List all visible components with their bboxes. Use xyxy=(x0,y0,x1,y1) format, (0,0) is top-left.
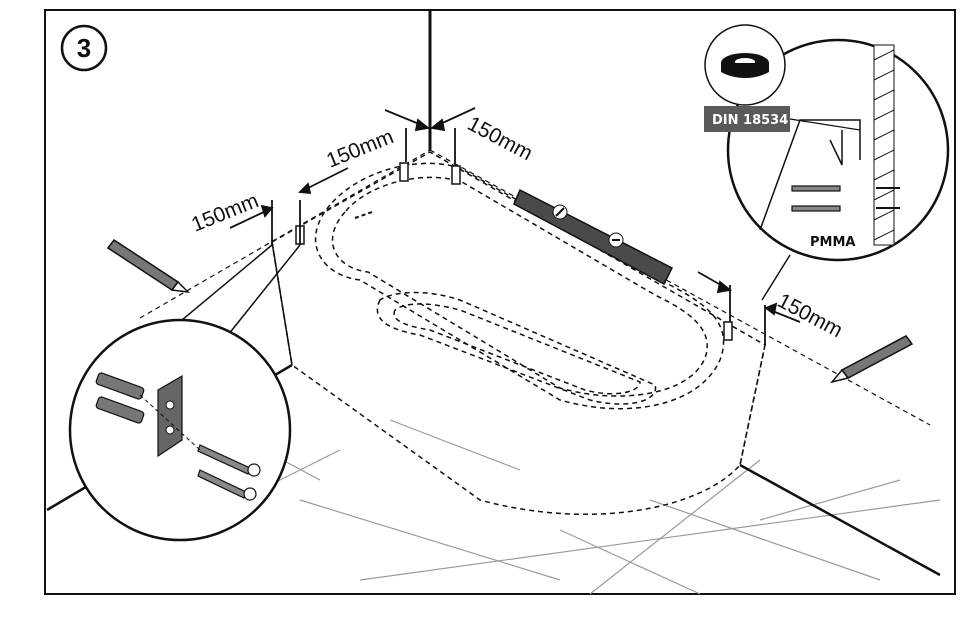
mounting-bracket-icon xyxy=(157,374,183,458)
material-label: PMMA xyxy=(810,235,855,250)
standard-label: DIN 18534 xyxy=(712,113,788,128)
reference-lines xyxy=(139,149,931,426)
bracket-profile xyxy=(759,119,861,231)
bathtub-front xyxy=(271,241,293,366)
bracket-right xyxy=(723,321,733,341)
step-badge: 3 xyxy=(60,24,108,72)
anchor-screws xyxy=(791,185,900,212)
step-number: 3 xyxy=(77,33,91,63)
spirit-level xyxy=(513,188,674,286)
sealing-tape-icon xyxy=(704,24,786,106)
bracket-back-right xyxy=(451,165,461,185)
drain-slots xyxy=(354,211,373,219)
screw-icon xyxy=(197,444,261,501)
wall-hatch xyxy=(873,44,895,246)
pencil-icon xyxy=(106,238,191,294)
standard-tag xyxy=(704,106,790,132)
wall-section-detail: DIN 18534 PMMA xyxy=(704,24,950,301)
wall-plug-icon xyxy=(95,372,145,424)
dimension-arrows xyxy=(229,107,801,345)
fixings-detail xyxy=(68,244,301,542)
bracket-back-left xyxy=(399,162,409,182)
pencil-icon-right xyxy=(829,335,914,384)
